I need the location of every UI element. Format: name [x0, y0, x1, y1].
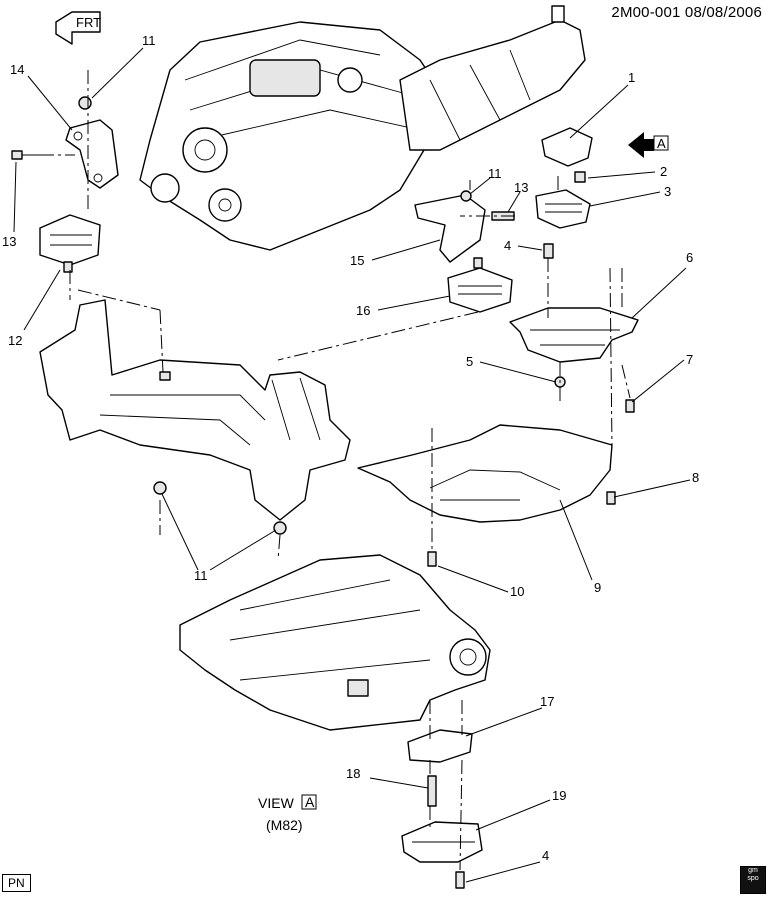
callout-13-left: 13 — [2, 234, 16, 249]
callout-6: 6 — [686, 250, 693, 265]
callout-10: 10 — [510, 584, 524, 599]
part-3-transmission-mount — [535, 189, 591, 229]
view-label-word: VIEW — [258, 795, 295, 811]
callout-13-right: 13 — [514, 180, 528, 195]
part-11-nut-top-left — [78, 96, 92, 110]
part-11-nut-right — [460, 190, 472, 202]
part-13-bolt-left — [11, 150, 40, 160]
pn-badge: PN — [2, 874, 31, 892]
part-19-transmission-mount — [401, 821, 483, 863]
callout-19: 19 — [552, 788, 566, 803]
callout-11-lower: 11 — [194, 568, 208, 583]
view-label-model: (M82) — [266, 817, 303, 833]
part-8-bolt — [606, 491, 616, 505]
view-label-letter: A — [305, 794, 315, 810]
part-11-nut-lower-left — [153, 481, 167, 495]
callout-8: 8 — [692, 470, 699, 485]
part-12-engine-mount-left — [39, 214, 101, 273]
part-14-engine-mount-bracket — [65, 119, 119, 189]
part-6-transmission-support — [509, 307, 639, 363]
callout-4-upper: 4 — [504, 238, 511, 253]
part-4-bolt-lower — [455, 871, 465, 889]
logo-line-1: gm — [748, 867, 758, 874]
engine-assembly — [139, 21, 441, 251]
callout-1: 1 — [628, 70, 635, 85]
view-a-label: VIEW A (M82) — [258, 794, 317, 833]
part-7-bolt — [625, 399, 635, 413]
diagram-id-date: 2M00-001 08/08/2006 — [611, 4, 762, 21]
callout-18: 18 — [346, 766, 360, 781]
callout-17: 17 — [540, 694, 554, 709]
callout-3: 3 — [664, 184, 671, 199]
front-arrow-label: FRT — [76, 15, 101, 30]
callout-14: 14 — [10, 62, 24, 77]
part-17-transmission-mount-bracket — [407, 729, 473, 763]
engine-cradle-crossmember — [39, 299, 351, 521]
manual-transmission — [399, 5, 586, 151]
gm-spo-logo: gm spo — [740, 866, 766, 894]
front-direction-arrow-icon: FRT — [55, 11, 101, 45]
part-9-transmission-crossmember — [357, 424, 613, 523]
part-18-bolt — [427, 775, 437, 807]
part-15-engine-mount-bracket-right — [414, 194, 486, 263]
view-a-direction-arrow-icon: A — [628, 132, 669, 158]
callout-leaders — [13, 47, 691, 883]
part-4-bolt-upper — [543, 243, 554, 259]
callout-12: 12 — [8, 333, 22, 348]
callout-9: 9 — [594, 580, 601, 595]
part-11-nut-lower-right — [273, 521, 287, 535]
alignment-centerlines — [40, 70, 631, 871]
part-2-bolt — [574, 171, 586, 183]
callout-7: 7 — [686, 352, 693, 367]
part-16-engine-mount-right — [447, 257, 513, 313]
callout-16: 16 — [356, 303, 370, 318]
callout-15: 15 — [350, 253, 364, 268]
callout-4-lower: 4 — [542, 848, 549, 863]
logo-line-2: spo — [747, 875, 759, 882]
callout-2: 2 — [660, 164, 667, 179]
part-10-bolt — [427, 551, 437, 567]
automatic-transmission-m82 — [179, 554, 491, 731]
view-marker-letter: A — [657, 136, 666, 151]
callout-11-right: 11 — [488, 166, 502, 181]
part-1-transmission-mount-bracket — [541, 127, 593, 167]
callout-11-top-left: 11 — [142, 33, 156, 48]
callout-5: 5 — [466, 354, 473, 369]
